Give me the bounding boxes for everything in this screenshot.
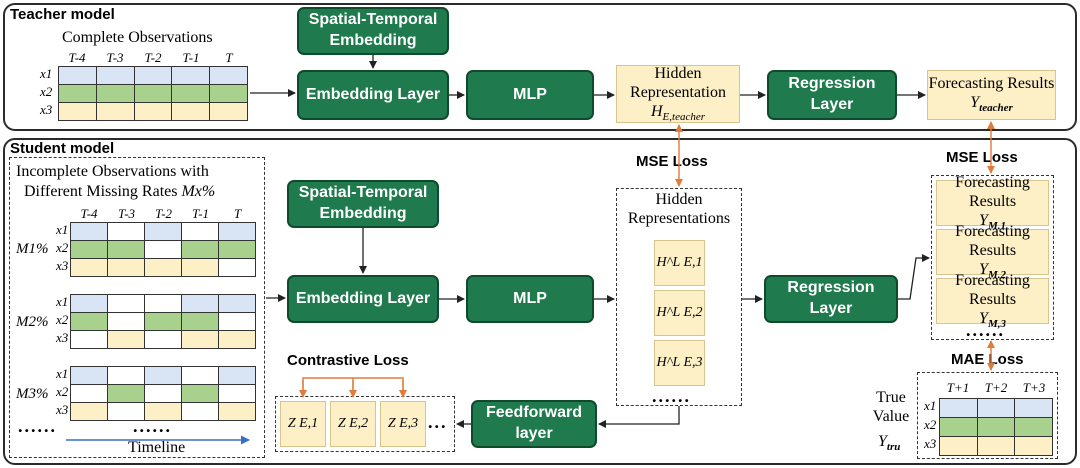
hidden-representation-label: Hidden Representation	[630, 64, 726, 101]
true-value-label: True Value	[872, 389, 910, 426]
grid-ellipsis-right: ......	[133, 416, 172, 436]
true-value-panel	[917, 372, 1058, 459]
time-header: T-3	[106, 50, 124, 65]
time-header: T	[233, 206, 242, 221]
time-header: T-2	[154, 206, 173, 221]
teacher-hidden-representation: Hidden Representation HE,teacher	[616, 65, 740, 123]
future-header: T+2	[984, 380, 1008, 395]
arrow-hidden-to-feedforward	[598, 406, 680, 428]
student-forecasting-result-3: Forecasting Results YM,3	[936, 272, 1049, 330]
missing-rate-label-2: M2%	[16, 314, 49, 330]
student-model-title: Student model	[10, 140, 115, 157]
mse-loss-output: MSE Loss	[946, 149, 1018, 166]
timeline-label: Timeline	[128, 439, 186, 456]
missing-rate-label-3: M3%	[16, 386, 49, 402]
student-spatial-temporal-embedding: Spatial-Temporal Embedding	[287, 180, 439, 228]
student-forecasting-panel	[931, 175, 1054, 340]
hidden-representations-panel	[616, 188, 742, 406]
student-input-label-line1: Incomplete Observations with	[16, 163, 209, 180]
teacher-regression-layer: Regression Layer	[767, 70, 897, 120]
teacher-spatial-temporal-embedding: Spatial-Temporal Embedding	[297, 7, 449, 55]
contrastive-ellipsis: ...	[428, 412, 448, 432]
row-label: x3	[40, 102, 53, 117]
hidden-ellipsis: ......	[652, 386, 691, 406]
feedforward-layer: Feedforward layer	[471, 400, 597, 448]
row-label: x1	[40, 66, 53, 81]
row-label: x2	[924, 417, 937, 432]
arrow-student-regression-to-forecast	[898, 254, 930, 300]
hidden-teacher-symbol: HE,teacher	[650, 103, 705, 124]
student-forecasting-result-2: Forecasting Results YM,2	[936, 223, 1049, 281]
hidden-representations-title: Hidden Representations	[627, 191, 731, 228]
teacher-model-title: Teacher model	[10, 6, 115, 23]
teacher-model-frame	[3, 3, 1077, 131]
row-label: x2	[56, 312, 69, 327]
student-embedding-layer: Embedding Layer	[287, 275, 439, 323]
contrastive-z3: Z E,3	[380, 401, 426, 447]
student-mlp: MLP	[466, 275, 594, 323]
hidden-representation-1: H^L E,1	[654, 240, 705, 286]
time-header: T-1	[191, 206, 210, 221]
row-label: x1	[56, 294, 69, 309]
time-header: T-3	[117, 206, 136, 221]
teacher-mlp: MLP	[466, 70, 594, 120]
time-header: T-4	[68, 50, 86, 65]
contrastive-z2: Z E,2	[330, 401, 376, 447]
time-header: T	[225, 50, 233, 65]
student-input-panel	[9, 157, 265, 458]
row-label: x1	[56, 366, 69, 381]
contrastive-loss: Contrastive Loss	[287, 352, 409, 369]
contrastive-z1: Z E,1	[280, 401, 326, 447]
missing-grid-1	[70, 222, 256, 277]
future-header: T+3	[1022, 380, 1046, 395]
time-header: T-2	[144, 50, 162, 65]
teacher-input-label: Complete Observations	[62, 29, 213, 46]
teacher-forecasting-results: Forecasting Results Yteacher	[927, 70, 1056, 120]
student-input-label-line2: Different Missing Rates Mx%	[24, 183, 216, 200]
row-label: x2	[40, 84, 53, 99]
teacher-observation-grid	[58, 66, 248, 121]
grid-ellipsis-left: ......	[18, 416, 57, 436]
row-label: x1	[924, 398, 937, 413]
row-label: x2	[56, 240, 69, 255]
future-header: T+1	[946, 380, 970, 395]
row-label: x3	[924, 436, 937, 451]
time-header: T-1	[182, 50, 200, 65]
student-regression-layer: Regression Layer	[764, 275, 898, 323]
mse-loss-hidden: MSE Loss	[636, 153, 708, 170]
student-forecasting-result-1: Forecasting Results YM,1	[936, 174, 1049, 232]
hidden-representation-3: H^L E,3	[654, 340, 705, 386]
forecast-teacher-symbol: Yteacher	[970, 94, 1013, 115]
forecast-ellipsis: ......	[966, 320, 1005, 340]
row-label: x1	[56, 222, 69, 237]
missing-grid-3	[70, 366, 256, 421]
true-value-symbol: Ytru	[878, 433, 901, 454]
teacher-embedding-layer: Embedding Layer	[297, 70, 449, 120]
row-label: x3	[56, 258, 69, 273]
hidden-representation-2: H^L E,2	[654, 290, 705, 336]
row-label: x3	[56, 402, 69, 417]
time-header: T-4	[80, 206, 98, 221]
missing-rate-label-1: M1%	[16, 241, 49, 257]
student-model-frame	[3, 138, 1077, 465]
row-label: x2	[56, 384, 69, 399]
forecasting-label: Forecasting Results	[928, 75, 1055, 93]
contrastive-panel	[275, 396, 455, 452]
missing-grid-2	[70, 294, 256, 349]
true-value-grid	[939, 398, 1053, 456]
row-label: x3	[56, 330, 69, 345]
